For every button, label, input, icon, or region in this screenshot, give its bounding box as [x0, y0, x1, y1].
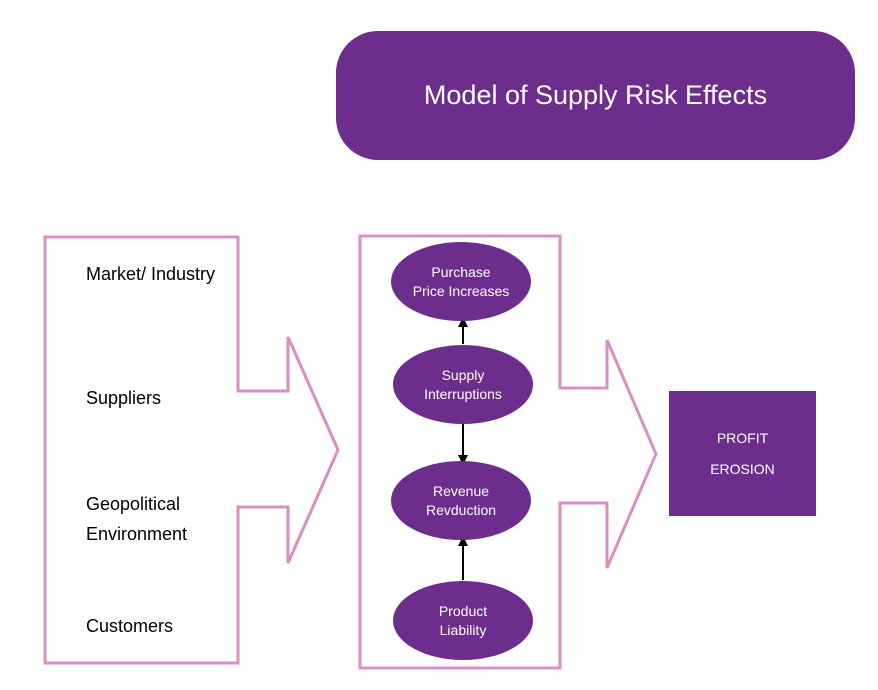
outcome-label: PROFIT EROSION — [710, 429, 775, 477]
effect-label: Product Liability — [438, 602, 488, 638]
effect-label: Supply Interruptions — [424, 366, 502, 402]
effect-supply-interruptions: Supply Interruptions — [393, 345, 533, 424]
profit-erosion-box: PROFIT EROSION — [669, 391, 816, 516]
factor-customers: Customers — [86, 616, 174, 636]
factors-block-arrow — [43, 235, 340, 665]
diagram-title: Model of Supply Risk Effects — [423, 80, 768, 110]
factor-market-industry: Market/ Industry — [86, 264, 216, 284]
factor-suppliers: Suppliers — [86, 388, 162, 408]
factor-geopolitical-environment: Geopolitical Environment — [86, 494, 188, 544]
effect-product-liability: Product Liability — [393, 581, 533, 660]
effects-block-arrow — [358, 234, 658, 670]
effect-label: Revenue Revduction — [425, 482, 497, 518]
effect-label: Purchase Price Increases — [412, 263, 510, 299]
effect-purchase-price-increases: Purchase Price Increases — [391, 242, 531, 321]
effect-revenue-reduction: Revenue Revduction — [391, 461, 531, 540]
title-banner: Model of Supply Risk Effects — [336, 31, 855, 160]
